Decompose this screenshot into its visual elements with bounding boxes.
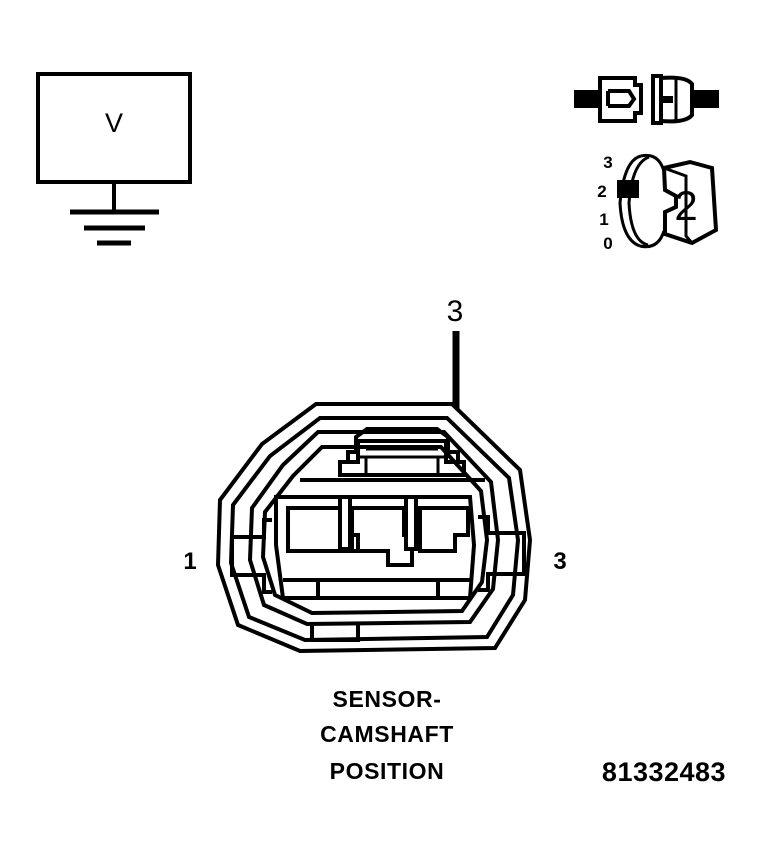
ground-symbol — [70, 182, 159, 246]
dial-block-body — [661, 159, 719, 246]
terminal-cavity-3 — [418, 506, 470, 553]
plug-left-tab — [608, 89, 637, 108]
plug-right-wire — [692, 90, 719, 108]
figure-caption: SENSOR- CAMSHAFT POSITION — [320, 686, 454, 784]
pin-label-1: 1 — [183, 548, 196, 575]
dial-label-0: 0 — [603, 234, 612, 253]
dial-ring-bottom — [639, 230, 666, 249]
connector-inner-ring-2 — [260, 445, 490, 616]
cavity-divider-1 — [338, 495, 352, 551]
dial-selector-group: 3 2 1 0 2 — [597, 153, 719, 253]
latch-base — [338, 439, 466, 477]
connector-left-notch-bottom — [238, 573, 272, 594]
connector-right-notch-bottom — [478, 572, 513, 592]
connector-top-latch — [300, 427, 485, 482]
dial-selector-marker — [617, 180, 639, 198]
connector-shell-line-2 — [228, 416, 521, 643]
connector-inner-ring-1 — [247, 430, 501, 627]
caption-line-2: CAMSHAFT — [320, 721, 454, 747]
part-number: 81332483 — [602, 757, 726, 787]
caption-line-3: POSITION — [330, 758, 445, 784]
dial-ring-outer — [618, 154, 642, 248]
connector-outer-shell — [215, 402, 533, 654]
plug-left-wire — [574, 90, 601, 108]
voltmeter-group: V — [36, 72, 192, 246]
connector-bottom-keyway — [310, 624, 360, 642]
connector-right-notch — [513, 531, 526, 576]
connector-face-group — [215, 402, 533, 654]
callout-3-label: 3 — [447, 295, 464, 328]
plug-right-slot — [659, 96, 673, 103]
dial-label-3: 3 — [603, 153, 612, 172]
dial-big-label: 2 — [674, 182, 697, 229]
cavity-divider-2 — [404, 495, 418, 551]
dial-label-1: 1 — [599, 210, 608, 229]
connector-plug-icon — [574, 74, 719, 125]
voltmeter-label: V — [105, 108, 123, 138]
terminal-block-outline — [274, 495, 477, 600]
pin-label-3: 3 — [553, 548, 566, 575]
caption-line-1: SENSOR- — [333, 686, 442, 712]
connector-left-notch — [230, 535, 238, 577]
dial-label-2: 2 — [597, 182, 606, 201]
terminal-cavity-3-shape — [418, 506, 470, 553]
dial-ring-inner — [627, 155, 650, 247]
plug-left-body — [598, 76, 643, 123]
dial-block-edge — [663, 166, 694, 244]
